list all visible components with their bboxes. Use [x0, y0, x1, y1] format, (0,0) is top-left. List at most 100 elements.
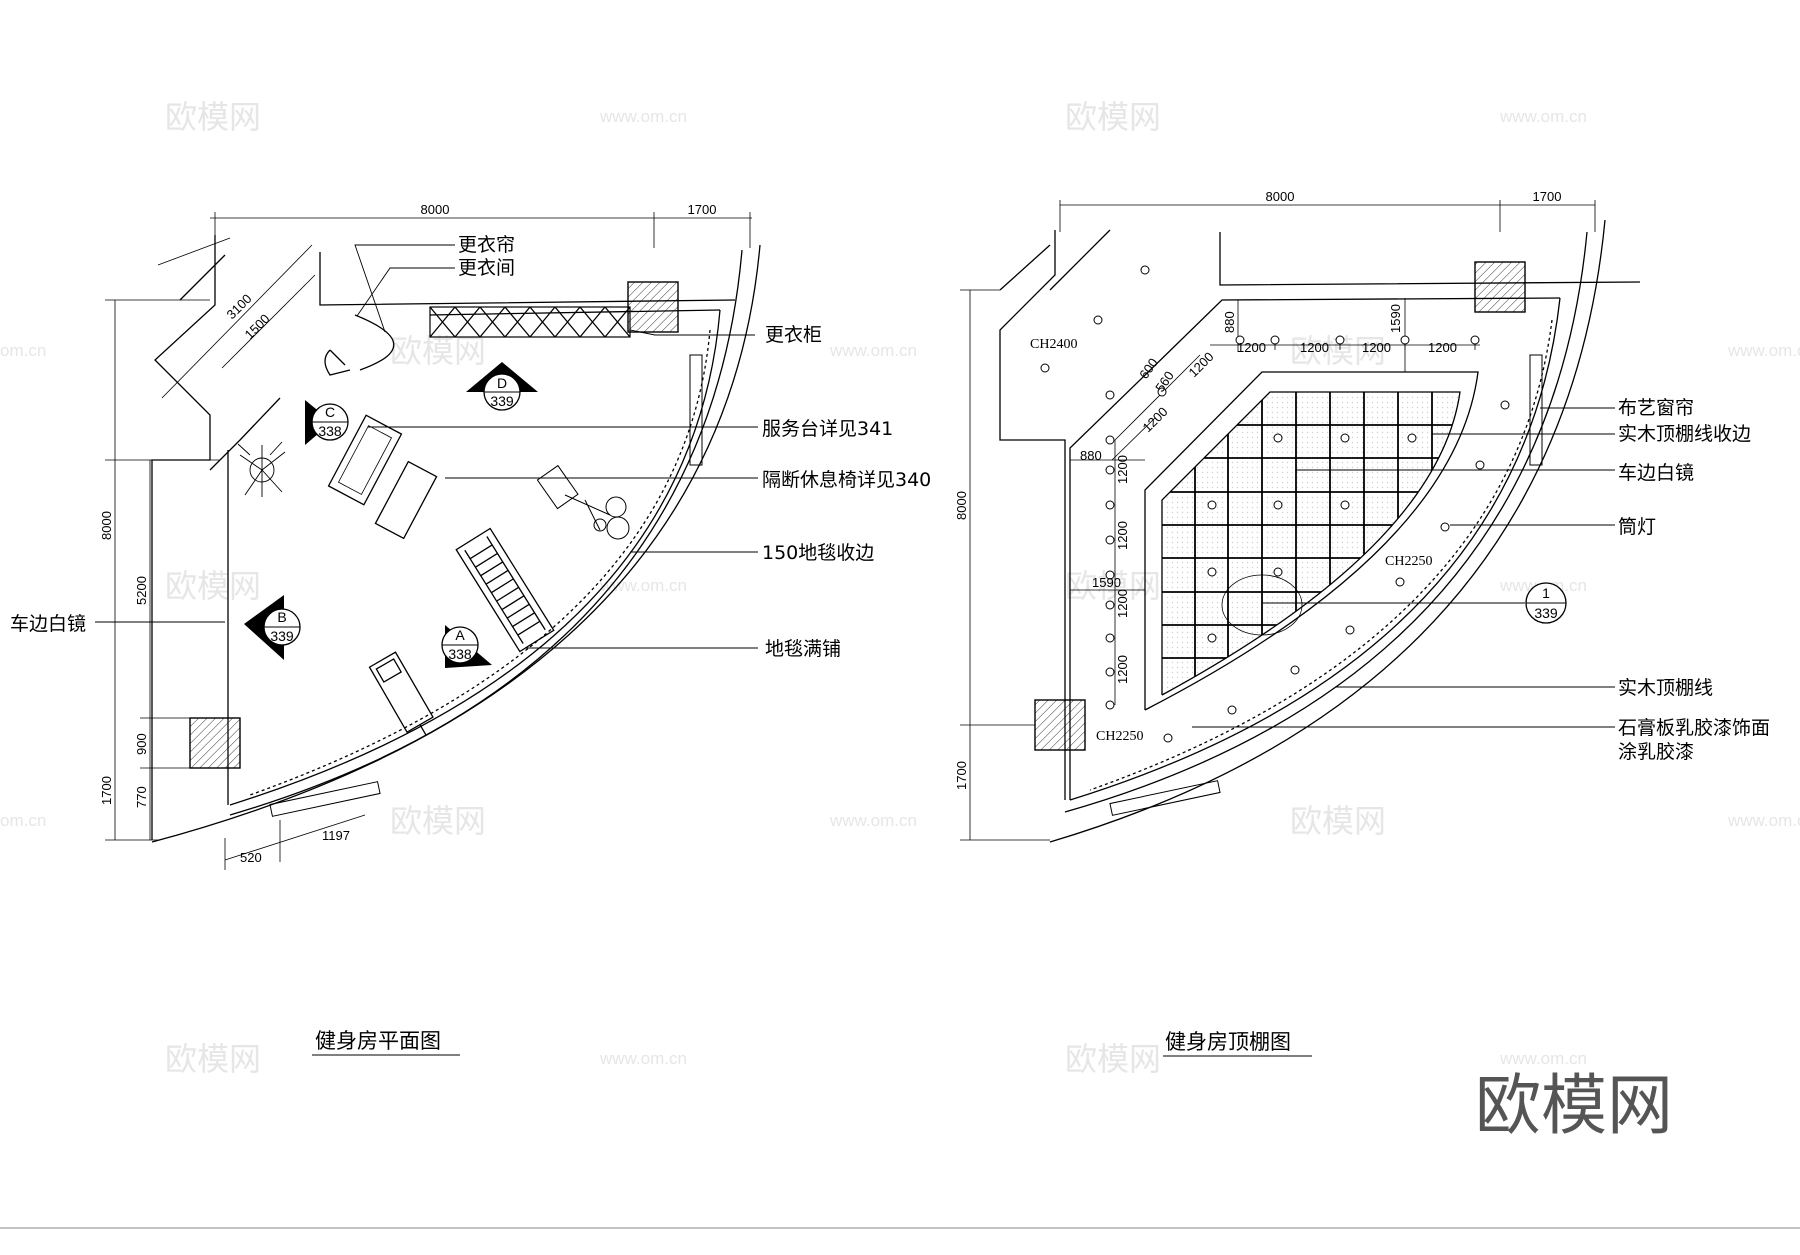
downlight-icon: [1270, 335, 1280, 345]
downlight-icon: [1105, 633, 1115, 643]
label-mirror: 车边白镜: [1618, 462, 1694, 484]
section-sheet: 339: [490, 393, 514, 409]
weight-machine: [536, 464, 630, 540]
dim-left-b: 770: [134, 786, 149, 808]
watermark-text: 欧模网: [165, 567, 261, 605]
dim-1200: 1200: [1115, 455, 1130, 484]
downlight-icon: [1273, 500, 1283, 510]
plan-title-floor: 健身房平面图: [315, 1029, 441, 1053]
window-curtain: [689, 354, 703, 466]
label-downlight: 筒灯: [1618, 516, 1656, 538]
window-curtain: [1109, 780, 1221, 816]
watermark-text: 欧模网: [1290, 802, 1386, 840]
dimension-lines: [960, 200, 1596, 841]
floor-plan: [95, 212, 761, 870]
label-partition-chair: 隔断休息椅详见340: [762, 469, 931, 491]
ceiling-recess-outer: [1144, 371, 1479, 711]
dim-1200: 1200: [1300, 340, 1329, 355]
watermark-url: om.cn: [0, 341, 46, 360]
section-sheet: 338: [448, 646, 472, 662]
dim-1200: 1200: [1140, 404, 1171, 435]
dim-1200: 1200: [1115, 655, 1130, 684]
downlight-icon: [1500, 400, 1510, 410]
treadmill: [455, 527, 555, 653]
window-curtain: [1529, 354, 1543, 466]
ceiling-height-tag: CH2250: [1385, 554, 1432, 569]
curtain-track: [249, 329, 711, 796]
dimension-lines: [105, 212, 752, 870]
inner-ceiling-edge: [1069, 297, 1561, 801]
downlight-set: [1040, 265, 1510, 743]
outer-wall: [319, 252, 736, 306]
downlight-icon: [1105, 667, 1115, 677]
downlight-icon: [1140, 265, 1150, 275]
downlight-icon: [1400, 335, 1410, 345]
downlight-icon: [1105, 465, 1115, 475]
dim-diag-outer: 3100: [224, 291, 255, 322]
dim-left-a: 900: [134, 733, 149, 755]
section-marker-b: B 339: [244, 595, 301, 660]
downlight-icon: [1407, 433, 1417, 443]
dim-bottom-a: 520: [240, 850, 262, 865]
partition-bench: [374, 460, 438, 540]
dim-1590-h: 1590: [1092, 575, 1121, 590]
downlight-icon: [1335, 335, 1345, 345]
dim-1200: 1200: [1115, 521, 1130, 550]
downlight-icon: [1040, 363, 1050, 373]
inner-ceiling-edge: [1089, 319, 1553, 791]
downlight-icon: [1207, 567, 1217, 577]
section-letter: B: [277, 609, 286, 625]
section-sheet: 339: [270, 628, 294, 644]
leader-lines: [1192, 407, 1615, 728]
watermark-layer: 欧模网 www.om.cn 欧模网 www.om.cn om.cn 欧模网 ww…: [0, 98, 1800, 1078]
dim-left-total: 8000: [954, 491, 969, 520]
watermark-url: om.cn: [0, 811, 46, 830]
dim-1200: 1200: [1186, 349, 1217, 380]
label-gypsum-1: 石膏板乳胶漆饰面: [1618, 716, 1770, 739]
watermark-url: www.om.cn: [1727, 341, 1800, 360]
watermark-url: www.om.cn: [1499, 107, 1587, 126]
downlight-icon: [1093, 315, 1103, 325]
section-sheet: 338: [318, 423, 342, 439]
label-gypsum-2: 涂乳胶漆: [1618, 741, 1694, 763]
dim-diag-inner: 1500: [242, 311, 273, 342]
downlight-icon: [1207, 500, 1217, 510]
potted-plant: [237, 441, 286, 497]
dim-1200: 1200: [1428, 340, 1457, 355]
watermark-url: www.om.cn: [599, 1049, 687, 1068]
label-carpet-edge: 150地毯收边: [762, 542, 874, 564]
downlight-icon: [1273, 433, 1283, 443]
detail-number: 1: [1542, 585, 1550, 601]
structural-column: [627, 281, 679, 333]
downlight-icon: [1440, 522, 1450, 532]
dim-880-h: 880: [1080, 448, 1102, 463]
label-changing-room: 更衣间: [458, 257, 515, 279]
dim-left-bottom: 1700: [954, 761, 969, 790]
outer-wall: [1219, 232, 1641, 286]
watermark-text: 欧模网: [165, 98, 261, 136]
section-marker-a: A 338: [441, 625, 492, 668]
downlight-icon: [1470, 335, 1480, 345]
label-wood-edge: 实木顶棚线收边: [1618, 423, 1751, 445]
inner-ceiling-edge: [1069, 297, 1561, 800]
downlight-icon: [1235, 335, 1245, 345]
dim-1590-v: 1590: [1388, 304, 1403, 333]
window-curtain: [269, 781, 381, 817]
downlight-icon: [1105, 700, 1115, 710]
dim-left-total: 8000: [99, 511, 114, 540]
watermark-url: www.om.cn: [1499, 1049, 1587, 1068]
watermark-text: 欧模网: [1065, 1040, 1161, 1078]
label-locker: 更衣柜: [765, 324, 822, 346]
downlight-icon: [1157, 387, 1167, 397]
downlight-icon: [1207, 633, 1217, 643]
downlight-icon: [1105, 570, 1115, 580]
watermark-url: www.om.cn: [599, 107, 687, 126]
downlight-icon: [1163, 733, 1173, 743]
curved-exterior-wall: [229, 249, 743, 816]
service-desk: [327, 414, 403, 506]
watermark-text: 欧模网: [390, 332, 486, 370]
downlight-icon: [1340, 433, 1350, 443]
downlight-icon: [1475, 460, 1485, 470]
downlight-icon: [1273, 567, 1283, 577]
outer-wall: [179, 254, 226, 301]
